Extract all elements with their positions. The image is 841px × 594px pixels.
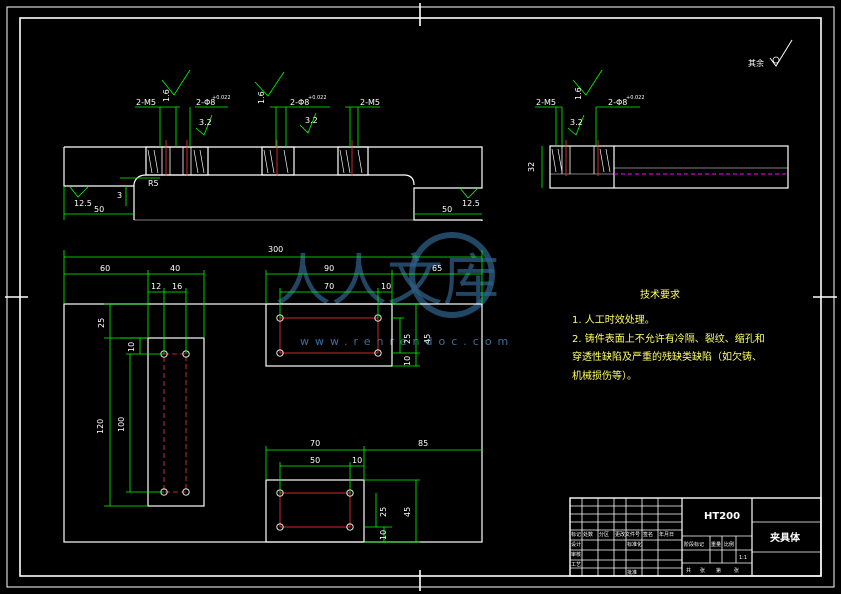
- dim-85: 85: [418, 439, 428, 448]
- dim-rough-2: 1.6: [257, 91, 266, 104]
- front-view: [63, 140, 483, 221]
- dim-overall: 300: [268, 245, 283, 254]
- dim-60: 60: [100, 264, 110, 273]
- side-dim-height: 32: [527, 162, 536, 172]
- side-dim-hole: 2-Φ8: [608, 98, 627, 107]
- watermark: 人人文库 www.renrendoc.com: [275, 232, 514, 348]
- dim-10e: 10: [379, 530, 388, 540]
- dim-25c: 25: [379, 507, 388, 517]
- label-process: 工艺: [571, 562, 581, 568]
- label-sheet-num: 第: [716, 567, 721, 574]
- watermark-url: www.renrendoc.com: [300, 335, 514, 348]
- dim-hole-2-tol: +0.022: [308, 95, 327, 101]
- dim-hole-2: 2-Φ8: [290, 98, 309, 107]
- label-sheet-total: 共: [686, 567, 691, 574]
- tech-requirements: 技术要求 1. 人工时效处理。 2. 铸件表面上不允许有冷隔、裂纹、缩孔和 穿透…: [572, 288, 765, 382]
- material: HT200: [704, 511, 740, 522]
- dim-width-left: 50: [94, 205, 104, 214]
- dim-120: 120: [96, 419, 105, 434]
- dim-50: 50: [310, 456, 320, 465]
- part-name: 夹具体: [770, 531, 801, 544]
- dim-10b: 10: [127, 342, 136, 352]
- front-hole-left: [145, 140, 209, 176]
- tech-line-4: 机械损伤等）。: [572, 369, 637, 382]
- dim-thread-1: 2-M5: [136, 98, 156, 107]
- tech-line-1: 1. 人工时效处理。: [572, 313, 655, 326]
- dim-45b: 45: [403, 507, 412, 517]
- dim-70b: 70: [310, 439, 320, 448]
- side-dim-thread: 2-M5: [536, 98, 556, 107]
- label-review: 审核: [571, 551, 581, 558]
- surface-note: 其余: [748, 39, 793, 68]
- watermark-logo-text: 人人文库: [275, 249, 499, 314]
- top-view-left-pad: [147, 337, 205, 507]
- dim-70a: 70: [324, 282, 334, 291]
- top-view-dims: [63, 250, 483, 543]
- scale-value: 1:1: [739, 555, 747, 561]
- top-view-upper-pad: [265, 303, 393, 367]
- front-hole-middle: [261, 140, 295, 176]
- side-dim-rough-1: 1.6: [574, 87, 583, 100]
- side-dim-rough-2: 3.2: [570, 118, 583, 127]
- dim-rough-1: 1.6: [162, 89, 171, 102]
- label-approve: 批准: [627, 569, 637, 576]
- dim-65: 65: [432, 264, 442, 273]
- label-count: 处数: [583, 531, 593, 538]
- dim-rough-right: 12.5: [462, 199, 480, 208]
- dim-thread-2: 2-M5: [360, 98, 380, 107]
- front-view-dims: [63, 69, 482, 220]
- dim-width-right: 50: [442, 205, 452, 214]
- dim-10a: 10: [381, 282, 391, 291]
- label-mark: 标记: [571, 531, 581, 538]
- label-stage: 阶段标记: [684, 541, 704, 548]
- side-view-outline: [549, 145, 789, 189]
- front-view-outline: [64, 146, 483, 221]
- label-sheet: 张: [700, 567, 705, 574]
- label-weight: 重量: [711, 541, 721, 548]
- side-view-dims: [535, 69, 640, 188]
- side-dim-hole-tol: +0.022: [626, 95, 645, 101]
- dim-step: 3: [117, 191, 122, 200]
- label-design: 设计: [571, 541, 581, 548]
- dim-90: 90: [324, 264, 334, 273]
- tech-line-3: 穿透性缺陷及严重的残缺类缺陷（如欠铸、: [572, 350, 762, 363]
- title-block: [569, 497, 822, 577]
- dim-rough-left: 12.5: [74, 199, 92, 208]
- tech-title: 技术要求: [640, 288, 680, 301]
- label-date: 年月日: [659, 531, 674, 538]
- label-zone: 分区: [599, 531, 609, 538]
- tech-line-2: 2. 铸件表面上不允许有冷隔、裂纹、缩孔和: [572, 332, 765, 345]
- front-view-dim-text: 2-M5 1.6 3.2 2-Φ8 +0.022 1.6 3.2 2-Φ8 +0…: [74, 89, 480, 214]
- dim-16: 16: [172, 282, 182, 291]
- label-standard: 标准化: [627, 541, 642, 548]
- surface-note-label: 其余: [748, 58, 764, 68]
- dim-rough-1b: 3.2: [199, 118, 212, 127]
- dim-25b: 25: [403, 334, 412, 344]
- side-view-dim-text: 2-M5 1.6 3.2 2-Φ8 +0.022 32: [527, 87, 645, 172]
- label-change: 更改文件号: [615, 531, 640, 538]
- dim-40: 40: [170, 264, 180, 273]
- top-view-lower-pad: [265, 479, 365, 543]
- label-sheet-2: 张: [734, 567, 739, 574]
- top-view-dim-text: 300 60 40 12 16 90 65 70 10 25 10 120 10…: [96, 245, 442, 540]
- label-scale: 比例: [724, 541, 734, 548]
- side-view: [549, 140, 789, 189]
- dim-25: 25: [97, 318, 106, 328]
- label-sign: 签名: [643, 531, 653, 538]
- dim-rough-2b: 3.2: [305, 116, 318, 125]
- dim-hole-1: 2-Φ8: [196, 98, 215, 107]
- dim-12: 12: [151, 282, 161, 291]
- dim-10d: 10: [352, 456, 362, 465]
- dim-hole-1-tol: +0.022: [212, 95, 231, 101]
- title-block-text: HT200 夹具体 阶段标记 重量 比例 1:1 共 张 第 张 标记 处数 分…: [571, 511, 801, 576]
- dim-100: 100: [117, 417, 126, 432]
- dim-10c: 10: [403, 356, 412, 366]
- dim-45: 45: [423, 334, 432, 344]
- dim-radius: R5: [148, 179, 159, 188]
- front-hole-right: [337, 140, 369, 176]
